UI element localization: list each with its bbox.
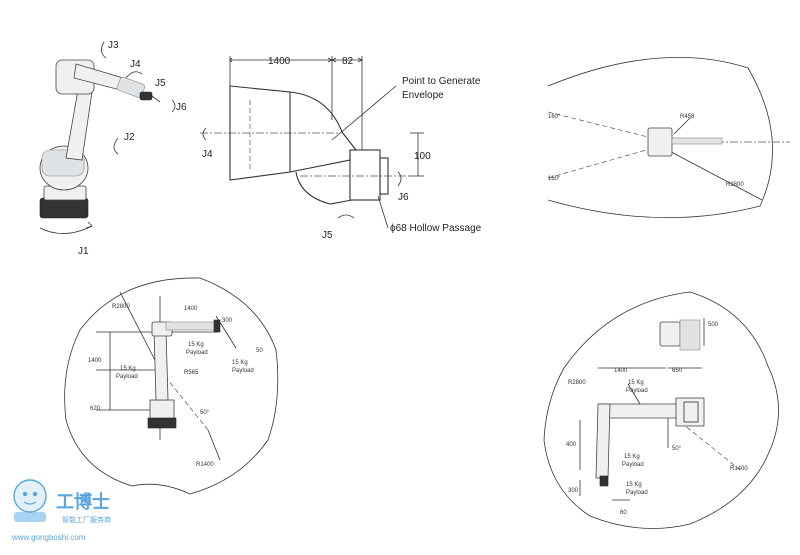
right-payload-3-line2: Payload bbox=[626, 490, 648, 496]
joint-rotation-arrows bbox=[39, 41, 176, 234]
top-radius-r458: R458 bbox=[680, 114, 695, 120]
side-payload-3-line1: 15 Kg bbox=[120, 366, 136, 372]
wrist-j5-label: J5 bbox=[322, 230, 333, 241]
wrist-j6-label: J6 bbox=[398, 192, 409, 203]
watermark-logo bbox=[13, 479, 47, 522]
mascot-icon bbox=[13, 479, 47, 513]
right-dim-500: 500 bbox=[708, 322, 719, 328]
side-payload-1-line1: 15 Kg bbox=[188, 342, 204, 348]
side-radius-r565: R565 bbox=[184, 370, 199, 376]
side-payload-3-line2: Payload bbox=[116, 374, 138, 380]
side-dim-50: 50 bbox=[256, 348, 263, 354]
j2-label: J2 bbox=[124, 132, 135, 143]
right-dim-300: 300 bbox=[568, 488, 579, 494]
side-payload-2-line2: Payload bbox=[232, 368, 254, 374]
watermark-brand: 工博士 bbox=[56, 491, 110, 513]
j4-label: J4 bbox=[130, 59, 141, 70]
top-view-workspace bbox=[547, 57, 790, 219]
side-payload-2-line1: 15 Kg bbox=[232, 360, 248, 366]
side-dim-300: 300 bbox=[222, 318, 233, 324]
wrist-j4-label: J4 bbox=[202, 149, 213, 160]
right-dim-1400: 1400 bbox=[614, 368, 628, 374]
right-payload-1-line1: 15 Kg bbox=[628, 380, 644, 386]
side-dim-1400-top: 1400 bbox=[184, 306, 198, 312]
envelope-label-line2: Envelope bbox=[402, 90, 444, 101]
envelope-label-line1: Point to Generate bbox=[402, 76, 481, 87]
wrist-dim-82: 82 bbox=[342, 56, 354, 67]
side-payload-1-line2: Payload bbox=[186, 350, 208, 356]
right-angle: 50° bbox=[672, 446, 682, 452]
wrist-detail-drawing bbox=[200, 56, 424, 229]
right-radius-r1400: R1400 bbox=[730, 466, 748, 472]
right-radius-r2800: R2800 bbox=[568, 380, 586, 386]
side-radius-r1400: R1400 bbox=[196, 462, 214, 468]
wrist-dim-100: 100 bbox=[414, 151, 431, 162]
watermark-url: www.gongboshi.com bbox=[11, 533, 86, 542]
j6-label: J6 bbox=[176, 102, 187, 113]
top-angle-lower: 160° bbox=[548, 176, 561, 182]
right-view-workspace bbox=[543, 291, 779, 529]
right-payload-2-line1: 15 Kg bbox=[624, 454, 640, 460]
right-payload-3-line1: 15 Kg bbox=[626, 482, 642, 488]
right-dim-400: 400 bbox=[566, 442, 577, 448]
top-angle-upper: 160° bbox=[548, 114, 561, 120]
j3-label: J3 bbox=[108, 40, 119, 51]
side-angle: 50° bbox=[200, 410, 210, 416]
right-dim-650: 650 bbox=[672, 368, 683, 374]
wrist-dim-1400: 1400 bbox=[268, 56, 291, 67]
side-radius-r2800: R2800 bbox=[112, 304, 130, 310]
side-dim-620: 620 bbox=[90, 406, 101, 412]
j1-label: J1 bbox=[78, 246, 89, 257]
hollow-passage-label: ϕ68 Hollow Passage bbox=[390, 223, 482, 234]
j5-label: J5 bbox=[155, 78, 166, 89]
top-radius-r2800: R2800 bbox=[726, 182, 744, 188]
right-dim-60: 60 bbox=[620, 510, 627, 516]
robot-arm-illustration bbox=[39, 59, 161, 219]
side-view-workspace bbox=[64, 277, 279, 495]
side-dim-1400: 1400 bbox=[88, 358, 102, 364]
right-payload-1-line2: Payload bbox=[626, 388, 648, 394]
watermark-tagline: 智能工厂服务商 bbox=[62, 515, 111, 524]
right-payload-2-line2: Payload bbox=[622, 462, 644, 468]
